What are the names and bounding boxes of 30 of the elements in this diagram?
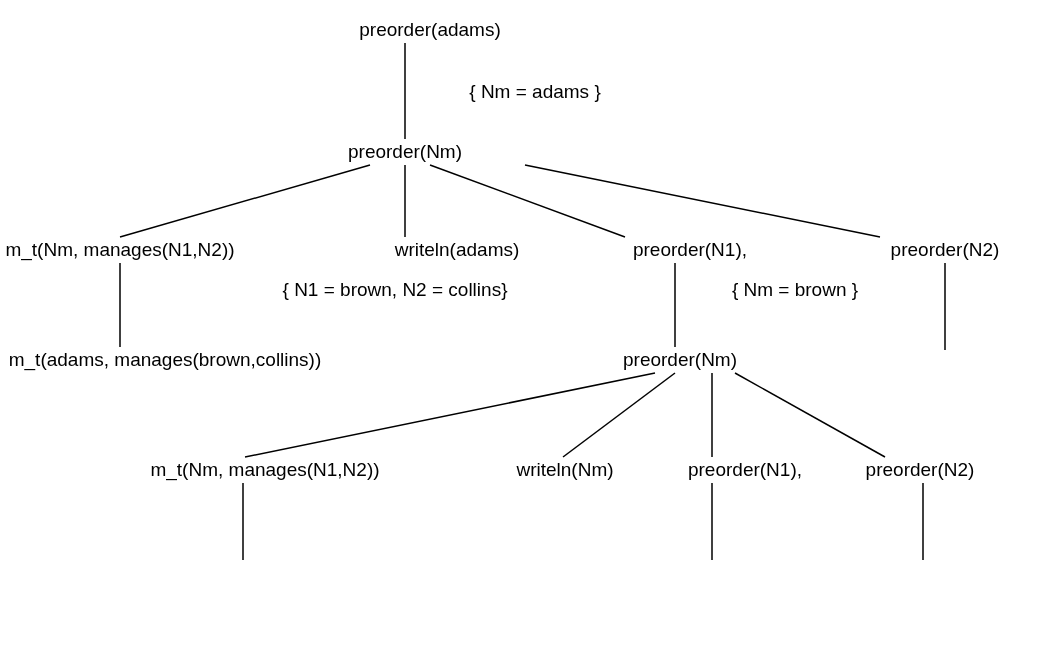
binding-label: { Nm = adams } (469, 80, 601, 104)
binding-label: { N1 = brown, N2 = collins} (282, 278, 508, 302)
term-text: m_t(Nm, manages(N1,N2)) (5, 237, 235, 263)
tree-branch (674, 262, 676, 348)
tree-branch (711, 482, 713, 561)
tree-branch (922, 482, 924, 561)
tree-branch (244, 372, 656, 458)
binding-label: { Nm = brown } (731, 278, 859, 302)
term-text: preorder(Nm) (623, 347, 737, 373)
tree-branch (562, 372, 676, 458)
tree-branch (944, 262, 946, 351)
tree-branch (242, 482, 244, 561)
tree-branch (734, 372, 886, 458)
tree-branch (119, 262, 121, 348)
term-text: preorder(adams) (359, 17, 501, 43)
tree-branch (524, 164, 881, 238)
tree-branch (429, 164, 626, 238)
tree-branch (711, 372, 713, 458)
term-text: writeln(adams) (394, 237, 520, 263)
term-text: m_t(adams, manages(brown,collins)) (8, 347, 322, 373)
term-text: preorder(N2) (865, 457, 975, 483)
term-text: writeln(Nm) (516, 457, 614, 483)
term-text: preorder(N1), (633, 237, 747, 263)
term-text: preorder(N1), (688, 457, 802, 483)
tree-branch (404, 164, 406, 238)
term-text: preorder(Nm) (348, 139, 462, 165)
tree-branch (404, 42, 406, 140)
term-text: m_t(Nm, manages(N1,N2)) (150, 457, 380, 483)
term-text: preorder(N2) (890, 237, 1000, 263)
tree-branch (119, 164, 371, 238)
